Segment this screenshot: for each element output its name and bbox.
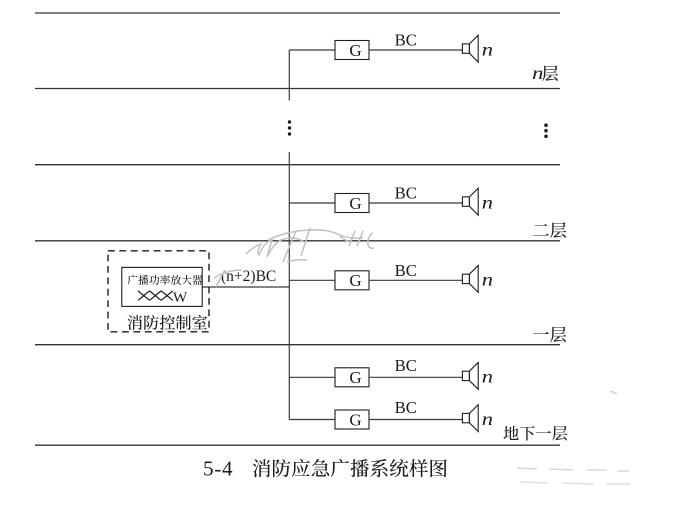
svg-text:G: G [349,271,361,290]
svg-text:(n+2)BC: (n+2)BC [221,268,276,285]
svg-text:BC: BC [395,356,417,375]
svg-text:W: W [173,289,188,306]
svg-text:BC: BC [395,261,417,280]
svg-text:G: G [349,194,361,213]
svg-text:n: n [482,410,493,429]
svg-text:G: G [349,41,361,60]
svg-text:BC: BC [395,184,417,203]
svg-text:n: n [532,64,543,83]
svg-text:BC: BC [395,398,417,417]
svg-text:n: n [482,271,493,290]
svg-text:G: G [349,410,361,429]
svg-text:n: n [482,368,493,387]
svg-text:n: n [482,40,493,59]
svg-text:n: n [482,193,493,212]
svg-text:5-4: 5-4 [203,456,233,480]
svg-text:G: G [349,368,361,387]
svg-text:BC: BC [395,31,417,50]
